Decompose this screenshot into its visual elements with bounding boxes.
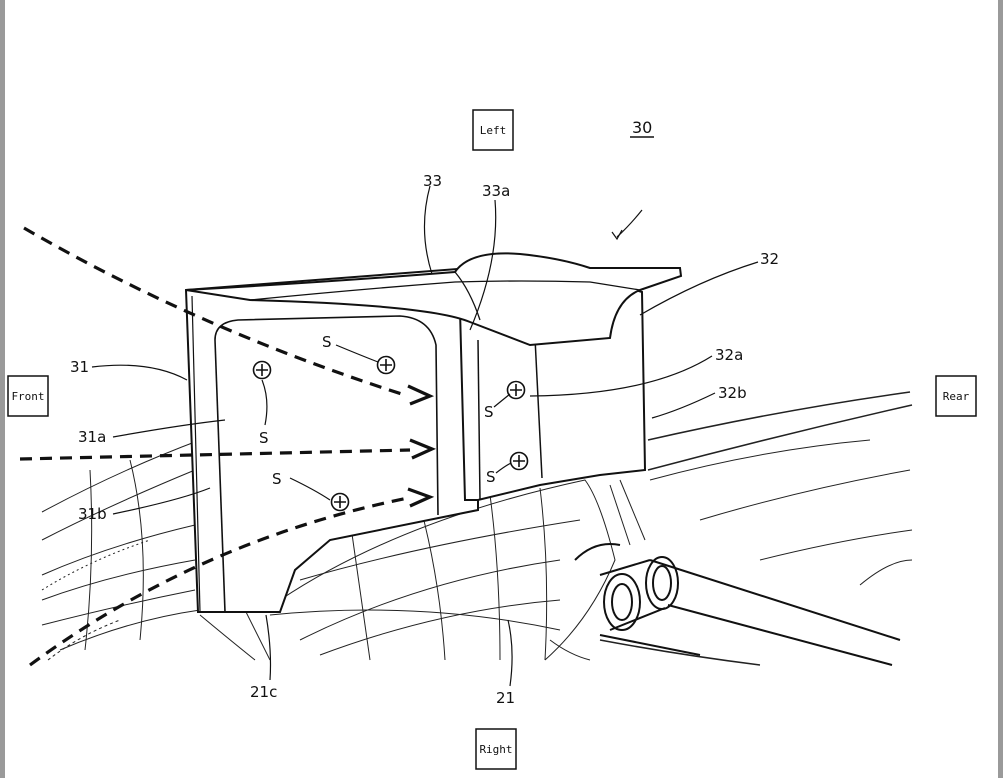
- reference-labels: 30 33 33a 32 31 32a 32b 31a 31b 21c 21 S…: [70, 118, 779, 707]
- screw-group: [252, 355, 529, 512]
- handle-bar: [574, 543, 901, 666]
- label-33a: 33a: [482, 182, 510, 200]
- label-screw-3: S: [272, 470, 282, 488]
- label-screw-4: S: [484, 403, 494, 421]
- airflow-arrows: [19, 226, 411, 667]
- screw-32-bottom: [509, 451, 529, 471]
- label-32a: 32a: [715, 346, 743, 364]
- screw-31-top-left: [252, 360, 272, 380]
- left-edge-border: [0, 0, 5, 778]
- label-screw-1: S: [322, 333, 332, 351]
- svg-text:Front: Front: [11, 390, 44, 403]
- right-edge-border: [998, 0, 1003, 778]
- svg-text:Right: Right: [479, 743, 512, 756]
- leader-lines: [91, 185, 759, 687]
- label-screw-2: S: [259, 429, 269, 447]
- direction-rear: Rear: [935, 375, 977, 417]
- direction-left: Left: [472, 109, 514, 151]
- screw-32-top: [506, 380, 526, 400]
- screw-31-bottom: [330, 492, 350, 512]
- top-fin-33: [185, 252, 683, 347]
- direction-right: Right: [475, 728, 517, 770]
- label-31b: 31b: [78, 505, 107, 523]
- label-screw-5: S: [486, 468, 496, 486]
- label-31: 31: [70, 358, 89, 376]
- label-32b: 32b: [718, 384, 747, 402]
- guard-plate-31: [184, 266, 479, 613]
- label-31a: 31a: [78, 428, 106, 446]
- screw-31-top-right: [376, 355, 396, 375]
- direction-front: Front: [7, 375, 49, 417]
- label-21: 21: [496, 689, 515, 707]
- svg-text:Rear: Rear: [943, 390, 970, 403]
- label-21c: 21c: [250, 683, 277, 701]
- svg-text:Left: Left: [480, 124, 507, 137]
- label-32: 32: [760, 250, 779, 268]
- airflow-middle: [19, 448, 411, 461]
- airflow-upper: [23, 226, 409, 398]
- label-33: 33: [423, 172, 442, 190]
- label-30: 30: [632, 118, 652, 137]
- airflow-arrowheads: [407, 384, 437, 508]
- airflow-lower: [29, 496, 409, 667]
